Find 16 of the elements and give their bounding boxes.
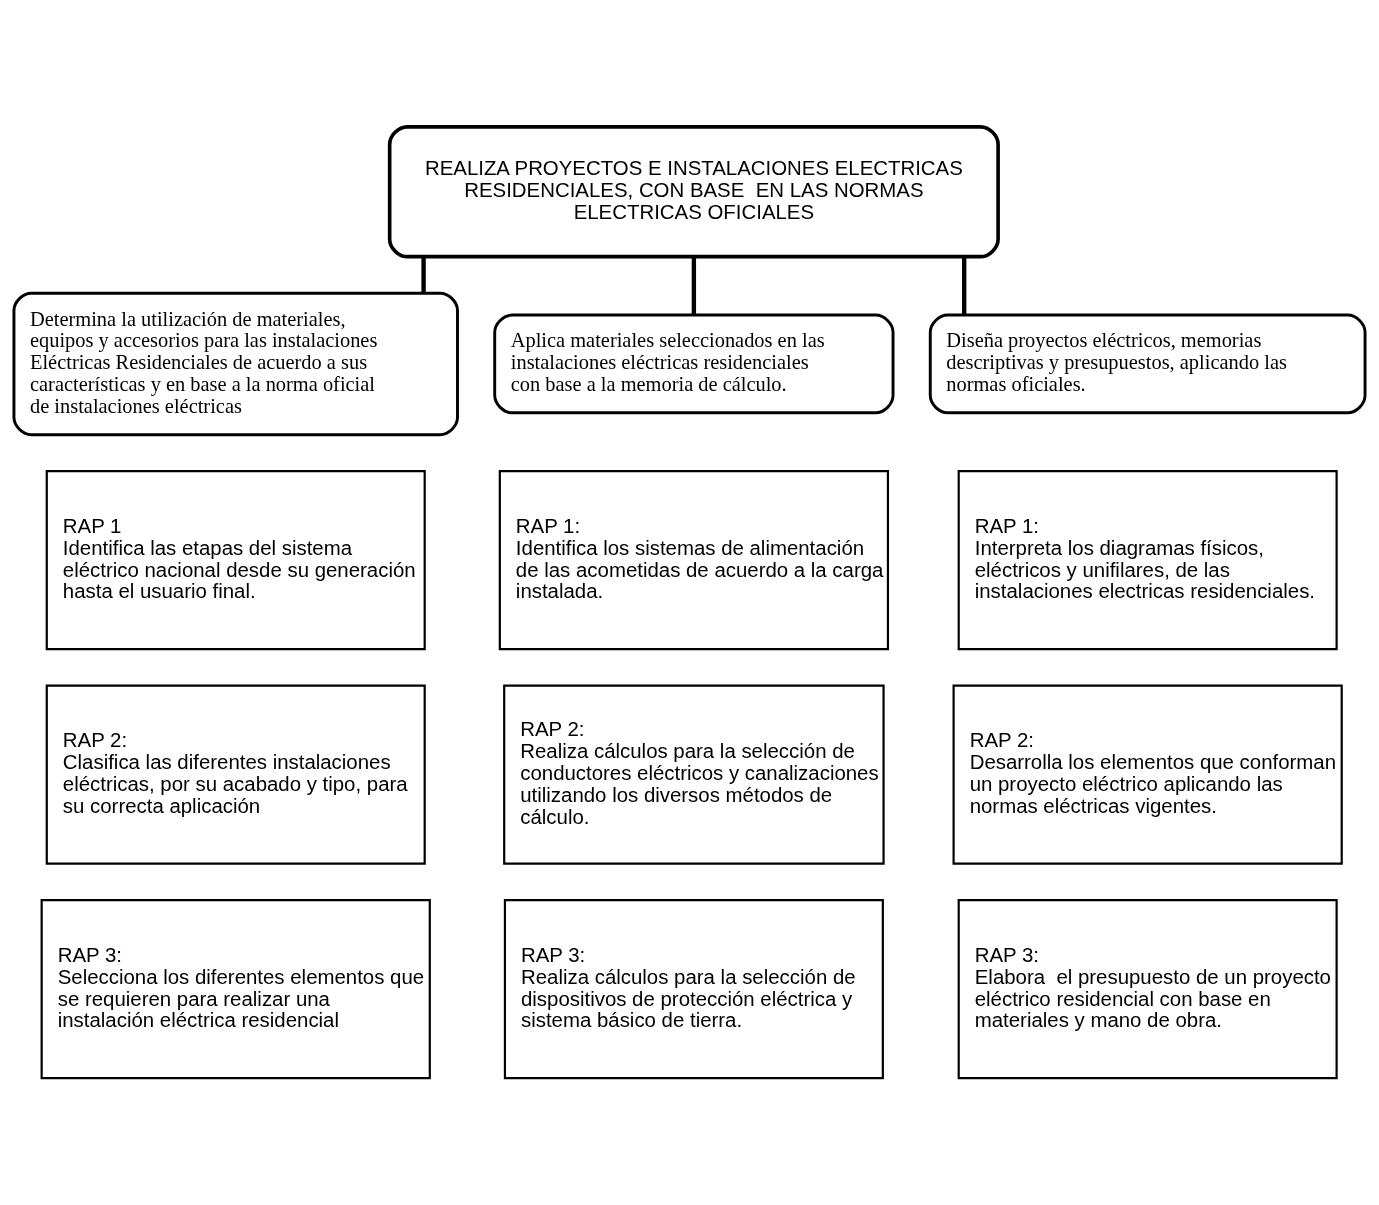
node-box: REALIZA PROYECTOS E INSTALACIONES ELECTRICAS RESIDENCIALES, CON BASE EN LAS NORMAS ELECTRICAS OFICIALES (387, 125, 1000, 259)
connector (421, 256, 426, 293)
node-box: RAP 2: Desarrolla los elementos que conforman un proyecto eléctrico aplicando las normas eléctricas vigentes. (952, 684, 1343, 865)
node-box: Aplica materiales seleccionados en las instalaciones eléctricas residenciales con base a la memoria de cálculo. (493, 313, 895, 415)
connector (691, 256, 697, 315)
node-box: RAP 2: Clasifica las diferentes instalaciones eléctricas, por su acabado y tipo, para su correcta aplicación (45, 684, 426, 865)
node-box: RAP 1: Identifica los sistemas de alimentación de las acometidas de acuerdo a la carga instalada. (498, 470, 890, 651)
node-box: Determina la utilización de materiales, equipos y accesorios para las instalaciones Eléctricas Residenciales de acuerdo a sus características y en base a la norma oficial de instalaciones eléctricas (12, 291, 459, 437)
node-box: RAP 3: Elabora el presupuesto de un proyecto eléctrico residencial con base en materiales y mano de obra. (957, 899, 1338, 1080)
node-box: RAP 3: Realiza cálculos para la selección de dispositivos de protección eléctrica y sistema básico de tierra. (503, 899, 884, 1080)
node-box: RAP 1: Interpreta los diagramas físicos, eléctricos y unifilares, de las instalaciones electricas residenciales. (957, 470, 1338, 651)
node-box: RAP 2: Realiza cálculos para la selección de conductores eléctricos y canalizaciones utilizando los diversos métodos de cálculo. (503, 684, 885, 865)
node-box: RAP 1 Identifica las etapas del sistema eléctrico nacional desde su generación hasta el usuario final. (45, 470, 426, 651)
connector (961, 256, 967, 315)
node-box: RAP 3: Selecciona los diferentes elementos que se requieren para realizar una instalación eléctrica residencial (40, 899, 431, 1080)
node-box: Diseña proyectos eléctricos, memorias descriptivas y presupuestos, aplicando las normas oficiales. (928, 313, 1367, 415)
